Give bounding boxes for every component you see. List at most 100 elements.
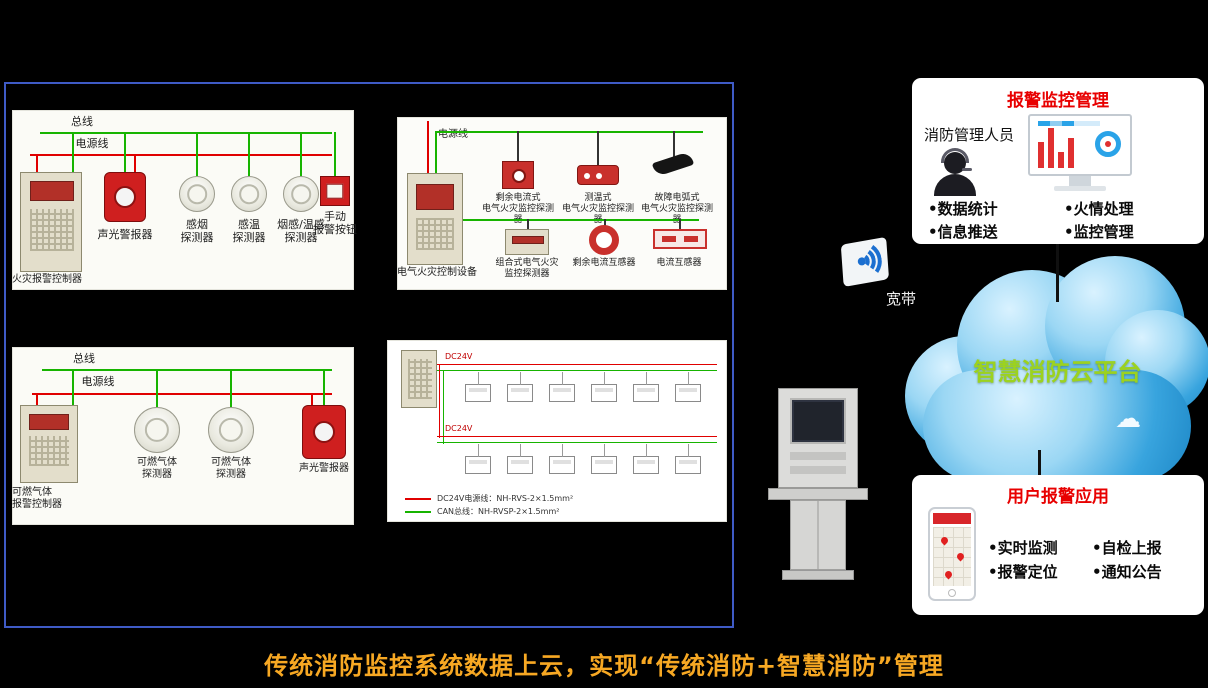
feature-bullet: •通知公告 (1092, 563, 1162, 581)
branch-line (463, 219, 699, 221)
sound-light-alarm (104, 172, 146, 222)
controller-label: 火灾报警控制器 (12, 274, 82, 285)
monitor-base (1054, 186, 1106, 191)
gas-detector (134, 407, 180, 453)
monitor-stand (1069, 176, 1091, 186)
bottom-banner-text: 传统消防监控系统数据上云，实现“传统消防+智慧消防”管理 (264, 652, 944, 680)
fire-alarm-system-diagram: 总线 电源线 火灾报警控制器 声光警报器 感烟 探测器 感温 探测器 (12, 110, 357, 290)
gas-detector (208, 407, 254, 453)
schematic-module (591, 372, 617, 402)
controller-buttons (29, 436, 69, 466)
bus-voltage-label: DC24V (445, 424, 473, 433)
power-line (32, 393, 332, 395)
feature-bullet: •报警定位 (988, 563, 1058, 581)
feature-bullet: •信息推送 (928, 223, 998, 241)
console-base (782, 570, 854, 580)
heat-detector (231, 176, 267, 212)
alarm-map-pin (943, 569, 954, 580)
smoke-detector (179, 176, 215, 212)
bus-line-label: 总线 (71, 115, 93, 128)
controller-label: 可燃气体 报警控制器 (12, 487, 62, 511)
monitor-screen (1028, 114, 1132, 176)
drop-line (435, 131, 437, 173)
device-label: 感烟 探测器 (180, 218, 214, 245)
device-label: 可燃气体 探测器 (137, 457, 177, 481)
legend-power-line-text: DC24V电源线：NH-RVS-2×1.5mm² (437, 494, 574, 503)
schematic-module (507, 372, 533, 402)
sound-light-alarm (302, 405, 346, 459)
indicator (596, 173, 602, 179)
gas-alarm-controller (20, 405, 78, 483)
headset-icon (941, 148, 969, 163)
feature-bullet: •自检上报 (1092, 539, 1162, 557)
bus-line (42, 369, 332, 371)
schematic-module (549, 444, 575, 474)
headset-mic (962, 168, 972, 171)
status-gauge (1095, 131, 1121, 157)
power-line (427, 121, 429, 173)
fire-manager-label: 消防管理人员 (924, 126, 1015, 144)
power-bus-1 (437, 364, 717, 365)
drop-line (36, 154, 38, 172)
app-map (933, 527, 971, 586)
small-cloud-icon: ☁ (1115, 404, 1141, 434)
riser-line (443, 370, 444, 444)
cloud-platform-label: 智慧消防云平台 (973, 358, 1142, 386)
drop-line (300, 132, 302, 176)
controller-detail (408, 359, 432, 399)
drop-line (134, 154, 136, 172)
drop-line (323, 369, 325, 405)
feature-bullet: •火情处理 (1064, 200, 1134, 218)
fire-manager-icon (928, 146, 982, 198)
drop-line (196, 132, 198, 176)
drop-line (230, 369, 232, 407)
bus-line-label: 总线 (73, 352, 95, 365)
connector-line-bottom (1038, 450, 1041, 475)
drop-line (604, 219, 606, 227)
residual-current-transformer (589, 225, 619, 255)
schematic-module (465, 372, 491, 402)
console-keyboard-tray (768, 488, 868, 500)
alarm-map-pin (939, 535, 950, 546)
device-label: 可燃气体 探测器 (211, 457, 251, 481)
feature-bullet: •数据统计 (928, 200, 998, 218)
box-title: 用户报警应用 (1007, 487, 1109, 507)
monitoring-screen-graphic (1028, 114, 1132, 191)
feature-bullet: •实时监测 (988, 539, 1058, 557)
current-transformer (653, 229, 707, 249)
drop-line (124, 132, 126, 172)
bus-line (435, 131, 703, 133)
screen-toolbar (1038, 121, 1100, 126)
controller-buttons (30, 209, 74, 251)
gas-alarm-system-diagram: 总线 电源线 可燃气体 报警控制器 可燃气体 探测器 可燃气体 探测器 声光警报… (12, 347, 354, 525)
controller-buttons (416, 218, 454, 250)
wiring-schematic-diagram: DC24V DC24V DC24V电源线：NH-RVS-2×1.5mm² C (387, 340, 727, 522)
device-label: 组合式电气火灾 监控探测器 (495, 258, 559, 279)
alarm-monitoring-box: 报警监控管理 消防管理人员 •数据统计 •信息推送 •火情处理 •监控管理 (912, 78, 1204, 244)
combined-detector (283, 176, 319, 212)
smart-fire-cloud: 智慧消防云平台 ☁ (905, 240, 1208, 485)
legend-can-bus-text: CAN总线：NH-RVSP-2×1.5mm² (437, 507, 560, 516)
schematic-controller (401, 350, 437, 408)
schematic-module (633, 444, 659, 474)
cloud-puff (923, 370, 1191, 482)
alarm-bar-chart (1038, 128, 1074, 168)
controller-display (29, 414, 69, 430)
drop-line (72, 369, 74, 405)
console-pedestal (790, 500, 846, 570)
schematic-module (633, 372, 659, 402)
drop-line (311, 393, 313, 405)
drop-line (36, 393, 38, 405)
feature-bullet: •监控管理 (1064, 223, 1134, 241)
schematic-module (675, 444, 701, 474)
ct-ring (512, 169, 526, 183)
monitoring-workstation (768, 388, 868, 584)
ct-slot (662, 236, 676, 242)
indicator (584, 173, 590, 179)
device-label: 感温 探测器 (232, 218, 266, 245)
fire-alarm-controller (20, 172, 82, 272)
unit-display (512, 236, 544, 244)
person-head (944, 152, 966, 174)
